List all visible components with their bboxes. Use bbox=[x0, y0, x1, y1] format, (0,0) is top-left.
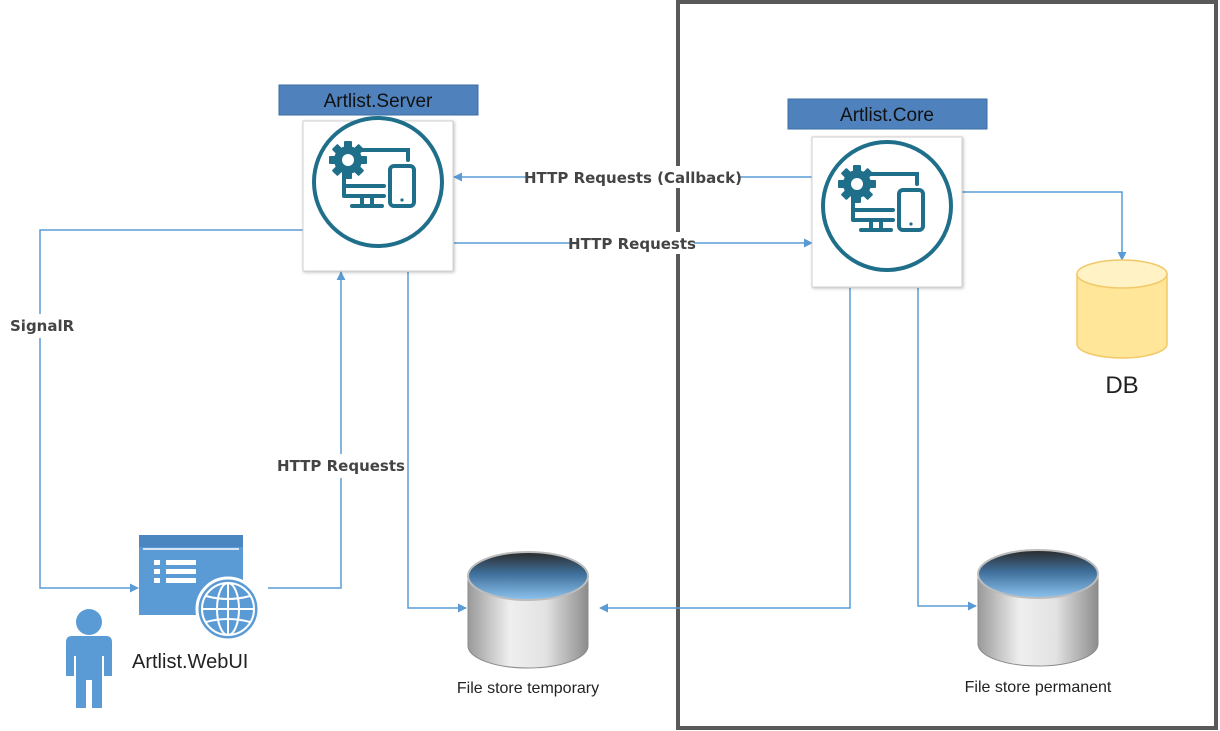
db-label: DB bbox=[1105, 372, 1138, 399]
core-to-db-arrow bbox=[962, 191, 1127, 261]
web-browser-globe-icon bbox=[139, 535, 261, 642]
server-to-core-label: HTTP Requests bbox=[568, 235, 696, 253]
disk-storage-icon bbox=[467, 551, 589, 669]
callback-label: HTTP Requests (Callback) bbox=[524, 169, 742, 187]
server-title: Artlist.Server bbox=[324, 91, 433, 112]
core-title: Artlist.Core bbox=[840, 105, 934, 126]
database-cylinder-icon bbox=[1076, 259, 1168, 359]
webui-node: Artlist.WebUI bbox=[66, 535, 261, 708]
webui-to-server-label: HTTP Requests bbox=[277, 457, 405, 475]
person-icon bbox=[66, 609, 112, 708]
monitor-tablet-gear-icon bbox=[821, 140, 953, 272]
server-node: Artlist.Server bbox=[278, 84, 479, 272]
temp-store-node: File store temporary bbox=[457, 551, 599, 697]
server-to-temp-store-arrow bbox=[407, 272, 467, 613]
core-header bbox=[787, 98, 988, 130]
webui-to-server-arrow bbox=[268, 271, 346, 589]
core-to-temp-store-arrow bbox=[599, 288, 851, 613]
signalr-label: SignalR bbox=[10, 317, 75, 335]
server-header bbox=[278, 84, 479, 116]
signalr-arrow bbox=[39, 229, 303, 593]
temp-store-label: File store temporary bbox=[457, 680, 599, 697]
core-boundary bbox=[676, 0, 1218, 730]
core-to-perm-store-arrow bbox=[917, 288, 977, 611]
webui-label: Artlist.WebUI bbox=[132, 651, 248, 673]
db-node: DB bbox=[1076, 259, 1168, 399]
disk-storage-icon bbox=[977, 549, 1099, 667]
perm-store-node: File store permanent bbox=[965, 549, 1112, 696]
core-node: Artlist.Core bbox=[787, 98, 988, 288]
monitor-tablet-gear-icon bbox=[312, 116, 444, 248]
perm-store-label: File store permanent bbox=[965, 679, 1112, 696]
